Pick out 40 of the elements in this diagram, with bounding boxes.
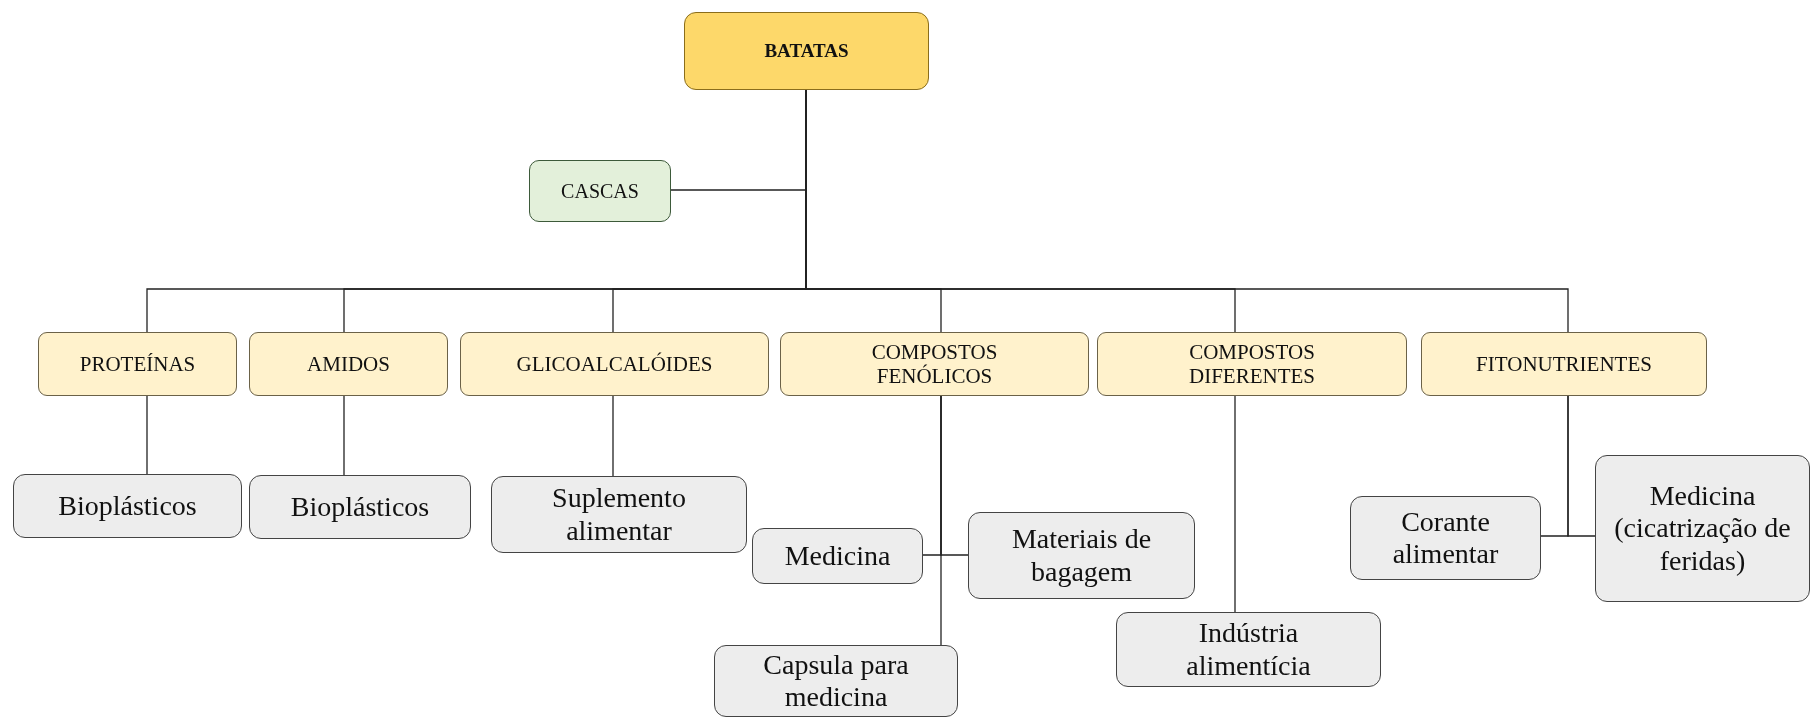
node-label: Materiais de bagagem (1010, 523, 1153, 588)
part-box (529, 160, 671, 222)
node-label: CASCAS (561, 179, 639, 203)
connector-line (940, 395, 942, 646)
node-label: AMIDOS (307, 351, 390, 377)
application-box (491, 476, 747, 553)
application-box (13, 474, 242, 538)
node-label: Corante alimentar (1391, 505, 1500, 571)
node-label: Medicina (784, 539, 891, 573)
application-box (1595, 455, 1810, 602)
node-label: Indústria alimentícia (1185, 617, 1312, 682)
application-box (752, 528, 923, 584)
application-box (714, 645, 958, 717)
root-box (684, 12, 929, 90)
connector-line (146, 395, 148, 475)
component-box (460, 332, 769, 396)
node-label: Bioplásticos (290, 490, 430, 524)
connector-line (612, 395, 614, 477)
component-box (38, 332, 237, 396)
component-box (1421, 332, 1707, 396)
node-label: Capsula para medicina (762, 648, 910, 714)
node-label: Bioplásticos (58, 489, 197, 523)
node-label: GLICOALCALÓIDES (516, 351, 713, 377)
application-box (968, 512, 1195, 599)
component-box (249, 332, 448, 396)
node-label: BATATAS (764, 40, 849, 62)
node-label: Suplemento alimentar (551, 482, 687, 547)
node-label: FITONUTRIENTES (1476, 351, 1652, 377)
connector-line (1234, 395, 1236, 613)
node-label: PROTEÍNAS (79, 351, 196, 377)
application-box (1350, 496, 1541, 580)
component-box (1097, 332, 1407, 396)
connector-line (343, 395, 345, 476)
application-box (1116, 612, 1381, 687)
component-box (780, 332, 1089, 396)
connector-line (1567, 395, 1596, 537)
application-box (249, 475, 471, 539)
node-label: COMPOSTOS DIFERENTES (1188, 339, 1316, 389)
node-label: Medicina (cicatrização de feridas) (1613, 480, 1792, 577)
node-label: COMPOSTOS FENÓLICOS (870, 339, 999, 389)
